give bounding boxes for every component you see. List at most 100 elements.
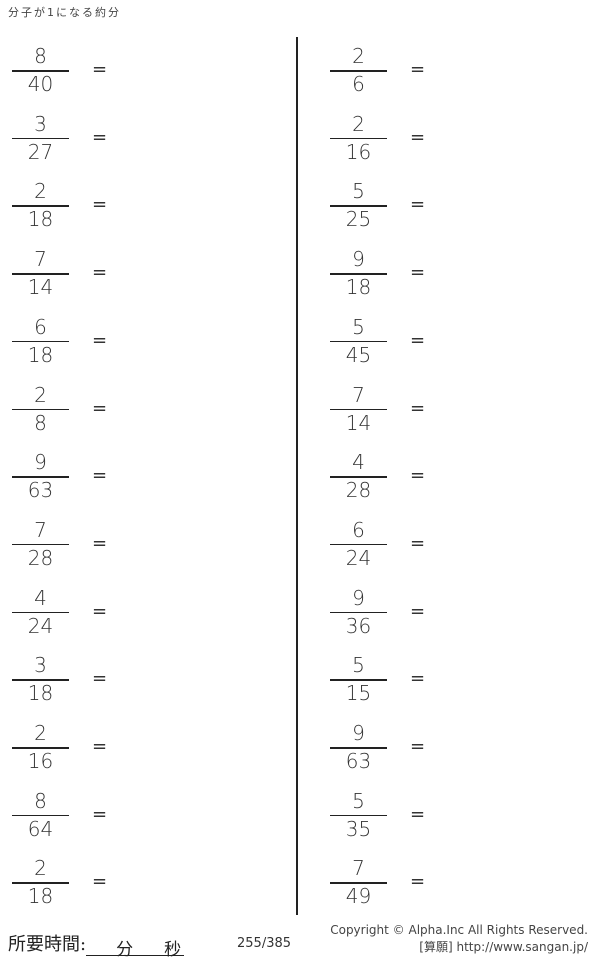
numerator: 5 bbox=[352, 314, 365, 339]
denominator: 14 bbox=[345, 410, 372, 435]
fraction-bar bbox=[330, 273, 387, 275]
equals-sign: = bbox=[410, 736, 426, 757]
numerator: 5 bbox=[352, 788, 365, 813]
worksheet-title: 分子が1になる約分 bbox=[8, 6, 121, 19]
denominator: 8 bbox=[34, 410, 47, 435]
fraction-bar bbox=[12, 205, 69, 207]
numerator: 5 bbox=[352, 179, 365, 204]
denominator: 24 bbox=[27, 613, 54, 638]
fraction-bar bbox=[12, 476, 69, 478]
page-number: 255/385 bbox=[237, 936, 292, 951]
fraction-bar bbox=[330, 814, 387, 817]
numerator: 2 bbox=[352, 111, 365, 136]
fraction-bar bbox=[12, 814, 69, 817]
denominator: 36 bbox=[345, 613, 372, 638]
fraction-bar bbox=[12, 273, 69, 275]
fraction-problem: 3 27 = bbox=[12, 113, 132, 173]
fraction-bar bbox=[330, 747, 387, 749]
numerator: 7 bbox=[34, 517, 47, 542]
numerator: 4 bbox=[352, 450, 365, 475]
copyright: Copyright © Alpha.Inc All Rights Reserve… bbox=[330, 922, 588, 956]
fraction-bar bbox=[12, 137, 69, 140]
fraction-problem: 9 36 = bbox=[330, 587, 450, 647]
equals-sign: = bbox=[92, 465, 108, 487]
denominator: 64 bbox=[27, 816, 54, 841]
numerator: 8 bbox=[34, 788, 47, 813]
fraction-bar bbox=[12, 882, 69, 884]
fraction-bar bbox=[330, 611, 387, 614]
equals-sign: = bbox=[410, 668, 426, 690]
fraction-problem: 4 28 = bbox=[330, 451, 450, 511]
equals-sign: = bbox=[92, 600, 108, 622]
denominator: 16 bbox=[345, 139, 372, 164]
minutes-label: 分 bbox=[116, 940, 134, 960]
equals-sign: = bbox=[410, 532, 426, 554]
equals-sign: = bbox=[92, 397, 108, 419]
time-label: 所要時間: bbox=[8, 934, 87, 955]
equals-sign: = bbox=[92, 59, 108, 80]
fraction-bar bbox=[330, 70, 387, 72]
numerator: 9 bbox=[34, 450, 47, 475]
fraction-problem: 2 8 = bbox=[12, 384, 132, 444]
fraction-problem: 7 28 = bbox=[12, 519, 132, 579]
fraction-problem: 9 63 = bbox=[12, 451, 132, 511]
equals-sign: = bbox=[92, 194, 108, 216]
denominator: 35 bbox=[345, 816, 372, 841]
equals-sign: = bbox=[410, 600, 426, 622]
equals-sign: = bbox=[92, 803, 108, 825]
denominator: 28 bbox=[27, 545, 54, 570]
equals-sign: = bbox=[92, 532, 108, 554]
equals-sign: = bbox=[92, 668, 108, 690]
numerator: 6 bbox=[34, 314, 47, 339]
equals-sign: = bbox=[410, 397, 426, 419]
denominator: 27 bbox=[27, 139, 54, 164]
fraction-bar bbox=[12, 747, 69, 749]
fraction-bar bbox=[12, 611, 69, 614]
numerator: 6 bbox=[352, 517, 365, 542]
numerator: 8 bbox=[34, 44, 47, 68]
equals-sign: = bbox=[410, 194, 426, 216]
equals-sign: = bbox=[92, 262, 108, 284]
equals-sign: = bbox=[92, 126, 108, 148]
denominator: 63 bbox=[27, 478, 54, 503]
equals-sign: = bbox=[410, 871, 426, 893]
numerator: 7 bbox=[352, 382, 365, 407]
equals-sign: = bbox=[410, 465, 426, 487]
equals-sign: = bbox=[92, 329, 108, 351]
equals-sign: = bbox=[92, 871, 108, 893]
fraction-problem: 8 64 = bbox=[12, 790, 132, 850]
fraction-problem: 2 18 = bbox=[12, 857, 132, 917]
fraction-bar bbox=[12, 679, 69, 681]
fraction-bar bbox=[330, 882, 387, 884]
fraction-problem: 5 15 = bbox=[330, 654, 450, 714]
numerator: 2 bbox=[34, 179, 47, 204]
numerator: 9 bbox=[352, 585, 365, 610]
denominator: 14 bbox=[27, 275, 54, 300]
numerator: 2 bbox=[34, 382, 47, 407]
denominator: 25 bbox=[345, 207, 372, 232]
site-url: [算願] http://www.sangan.jp/ bbox=[419, 940, 588, 954]
fraction-problem: 7 14 = bbox=[330, 384, 450, 444]
denominator: 15 bbox=[345, 681, 372, 706]
denominator: 18 bbox=[27, 884, 54, 909]
fraction-bar bbox=[12, 70, 69, 72]
fraction-bar bbox=[330, 408, 387, 410]
copyright-text: Copyright © Alpha.Inc All Rights Reserve… bbox=[330, 923, 588, 937]
numerator: 5 bbox=[352, 653, 365, 678]
numerator: 3 bbox=[34, 111, 47, 136]
column-divider bbox=[296, 37, 298, 915]
numerator: 4 bbox=[34, 585, 47, 610]
time-answer-field[interactable]: 分秒 bbox=[86, 935, 185, 960]
numerator: 2 bbox=[34, 856, 47, 881]
denominator: 6 bbox=[352, 72, 365, 96]
time-taken: 所要時間:分秒 bbox=[8, 930, 185, 960]
denominator: 28 bbox=[345, 478, 372, 503]
fraction-bar bbox=[330, 340, 387, 343]
denominator: 18 bbox=[27, 681, 54, 706]
equals-sign: = bbox=[410, 262, 426, 284]
